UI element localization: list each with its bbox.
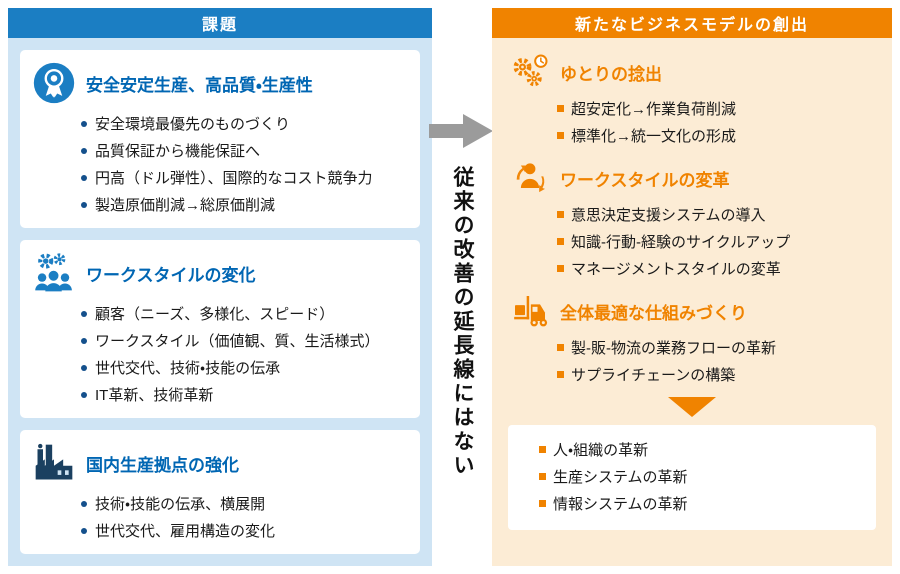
bullet-item: 情報システムの革新	[538, 491, 862, 518]
card-title: ワークスタイルの変化	[86, 265, 256, 285]
section-title: ゆとりの捻出	[560, 64, 662, 84]
issue-card-quality: 安全安定生産、高品質・生産性 安全環境最優先のものづくり 品質保証から機能保証へ…	[20, 50, 420, 228]
transition-caption: 従来の改善の延長線にはない	[451, 166, 474, 478]
team-gears-icon	[32, 251, 76, 295]
bullet-item: IT革新、技術革新	[80, 382, 408, 409]
issues-header: 課題	[8, 8, 432, 38]
bullet-item: ワークスタイル（価値観、質、生活様式）	[80, 328, 408, 355]
bullet-item: 意思決定支援システムの導入	[556, 202, 876, 229]
issue-card-workstyle: ワークスタイルの変化 顧客（ニーズ、多様化、スピード） ワークスタイル（価値観、…	[20, 240, 420, 418]
bullet-list: 顧客（ニーズ、多様化、スピード） ワークスタイル（価値観、質、生活様式） 世代交…	[80, 301, 408, 409]
issue-card-domestic: 国内生産拠点の強化 技術・技能の伝承、横展開 世代交代、雇用構造の変化	[20, 430, 420, 554]
issues-panel: 課題 安全安定生産、高品質・生産性	[8, 8, 432, 566]
down-arrow-icon	[668, 397, 716, 417]
bullet-item: マネージメントスタイルの変革	[556, 256, 876, 283]
transition-zone: 従来の改善の延長線にはない	[429, 8, 495, 566]
section-yutori: ゆとりの捻出 超安定化→作業負荷削減 標準化→統一文化の形成	[510, 52, 876, 150]
person-change-icon	[510, 158, 550, 198]
new-model-sections: ゆとりの捻出 超安定化→作業負荷削減 標準化→統一文化の形成	[492, 38, 892, 389]
factory-icon	[32, 441, 76, 485]
bullet-list: 超安定化→作業負荷削減 標準化→統一文化の形成	[556, 96, 876, 150]
bullet-item: 超安定化→作業負荷削減	[556, 96, 876, 123]
bullet-item: 世代交代、雇用構造の変化	[80, 518, 408, 545]
bullet-item: 技術・技能の伝承、横展開	[80, 491, 408, 518]
bullet-item: 製造原価削減→総原価削減	[80, 192, 408, 219]
bullet-item: 標準化→統一文化の形成	[556, 123, 876, 150]
section-total-optimal: 全体最適な仕組みづくり 製-販-物流の業務フローの革新 サプライチェーンの構築	[510, 291, 876, 389]
bullet-item: 人・組織の革新	[538, 437, 862, 464]
bullet-item: 世代交代、技術・技能の伝承	[80, 355, 408, 382]
gears-clock-icon	[510, 52, 550, 92]
bullet-item: 製-販-物流の業務フローの革新	[556, 335, 876, 362]
bullet-item: 知識-行動-経験のサイクルアップ	[556, 229, 876, 256]
bullet-item: 円高（ドル弾性）、国際的なコスト競争力	[80, 165, 408, 192]
bullet-list: 製-販-物流の業務フローの革新 サプライチェーンの構築	[556, 335, 876, 389]
issues-card-list: 安全安定生産、高品質・生産性 安全環境最優先のものづくり 品質保証から機能保証へ…	[8, 38, 432, 566]
bullet-item: 安全環境最優先のものづくり	[80, 111, 408, 138]
section-head: ゆとりの捻出	[510, 52, 876, 92]
forklift-icon	[510, 291, 550, 331]
section-workstyle-reform: ワークスタイルの変革 意思決定支援システムの導入 知識-行動-経験のサイクルアッ…	[510, 158, 876, 283]
bullet-item: 品質保証から機能保証へ	[80, 138, 408, 165]
bullet-item: 顧客（ニーズ、多様化、スピード）	[80, 301, 408, 328]
section-title: 全体最適な仕組みづくり	[560, 303, 747, 323]
card-head: 安全安定生産、高品質・生産性	[32, 61, 408, 105]
new-model-header: 新たなビジネスモデルの創出	[492, 8, 892, 38]
bullet-item: サプライチェーンの構築	[556, 362, 876, 389]
right-arrow-icon	[429, 111, 495, 156]
bullet-list: 安全環境最優先のものづくり 品質保証から機能保証へ 円高（ドル弾性）、国際的なコ…	[80, 111, 408, 219]
card-title: 国内生産拠点の強化	[86, 455, 239, 475]
card-title: 安全安定生産、高品質・生産性	[86, 75, 313, 95]
section-head: 全体最適な仕組みづくり	[510, 291, 876, 331]
bullet-item: 生産システムの革新	[538, 464, 862, 491]
medal-icon	[32, 61, 76, 105]
new-model-panel: 新たなビジネスモデルの創出	[492, 8, 892, 566]
result-box: 人・組織の革新 生産システムの革新 情報システムの革新	[508, 425, 876, 530]
section-head: ワークスタイルの変革	[510, 158, 876, 198]
card-head: ワークスタイルの変化	[32, 251, 408, 295]
bullet-list: 意思決定支援システムの導入 知識-行動-経験のサイクルアップ マネージメントスタ…	[556, 202, 876, 283]
bullet-list: 技術・技能の伝承、横展開 世代交代、雇用構造の変化	[80, 491, 408, 545]
card-head: 国内生産拠点の強化	[32, 441, 408, 485]
section-title: ワークスタイルの変革	[560, 170, 730, 190]
result-bullet-list: 人・組織の革新 生産システムの革新 情報システムの革新	[538, 437, 862, 518]
